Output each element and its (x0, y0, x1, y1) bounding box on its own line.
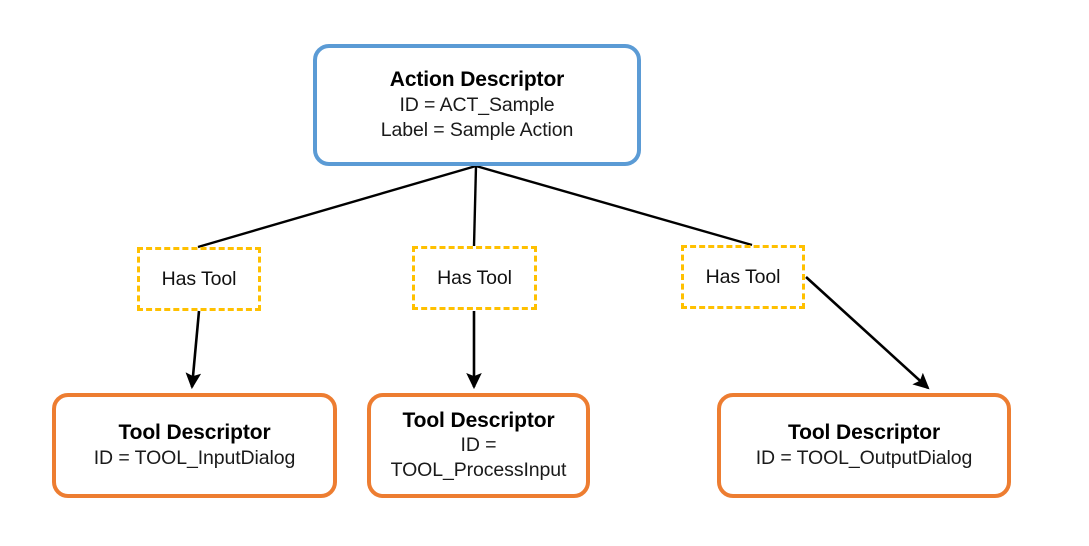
relation-box-has-tool-1[interactable]: Has Tool (137, 247, 261, 311)
tool-descriptor-title-1: Tool Descriptor (118, 421, 271, 445)
action-descriptor-id: ID = ACT_Sample (399, 93, 555, 116)
action-descriptor-node[interactable]: Action Descriptor ID = ACT_Sample Label … (313, 44, 641, 166)
relation-label-3: Has Tool (705, 265, 781, 288)
edge-action-to-relation-3 (475, 164, 753, 247)
relation-box-has-tool-3[interactable]: Has Tool (681, 245, 805, 309)
action-descriptor-label: Label = Sample Action (380, 118, 574, 141)
action-descriptor-title: Action Descriptor (389, 68, 565, 92)
tool-descriptor-id-3: ID = TOOL_OutputDialog (755, 446, 973, 469)
tool-descriptor-id-2: ID = TOOL_ProcessInput (390, 434, 567, 482)
edge-relation-3-to-tool-3 (805, 276, 930, 390)
relation-label-1: Has Tool (161, 267, 237, 290)
edge-relation-1-to-tool-1 (185, 310, 202, 390)
relation-label-2: Has Tool (437, 266, 512, 289)
tool-descriptor-title-3: Tool Descriptor (787, 421, 941, 445)
edge-action-to-relation-1 (197, 164, 477, 249)
tool-descriptor-node-3[interactable]: Tool Descriptor ID = TOOL_OutputDialog (717, 393, 1011, 498)
tool-descriptor-title-2: Tool Descriptor (402, 408, 555, 432)
tool-descriptor-node-2[interactable]: Tool Descriptor ID = TOOL_ProcessInput (367, 393, 590, 498)
tool-descriptor-id-1: ID = TOOL_InputDialog (93, 446, 296, 469)
relation-box-has-tool-2[interactable]: Has Tool (412, 246, 537, 310)
tool-descriptor-node-1[interactable]: Tool Descriptor ID = TOOL_InputDialog (52, 393, 337, 498)
edge-action-to-relation-2 (472, 165, 478, 247)
